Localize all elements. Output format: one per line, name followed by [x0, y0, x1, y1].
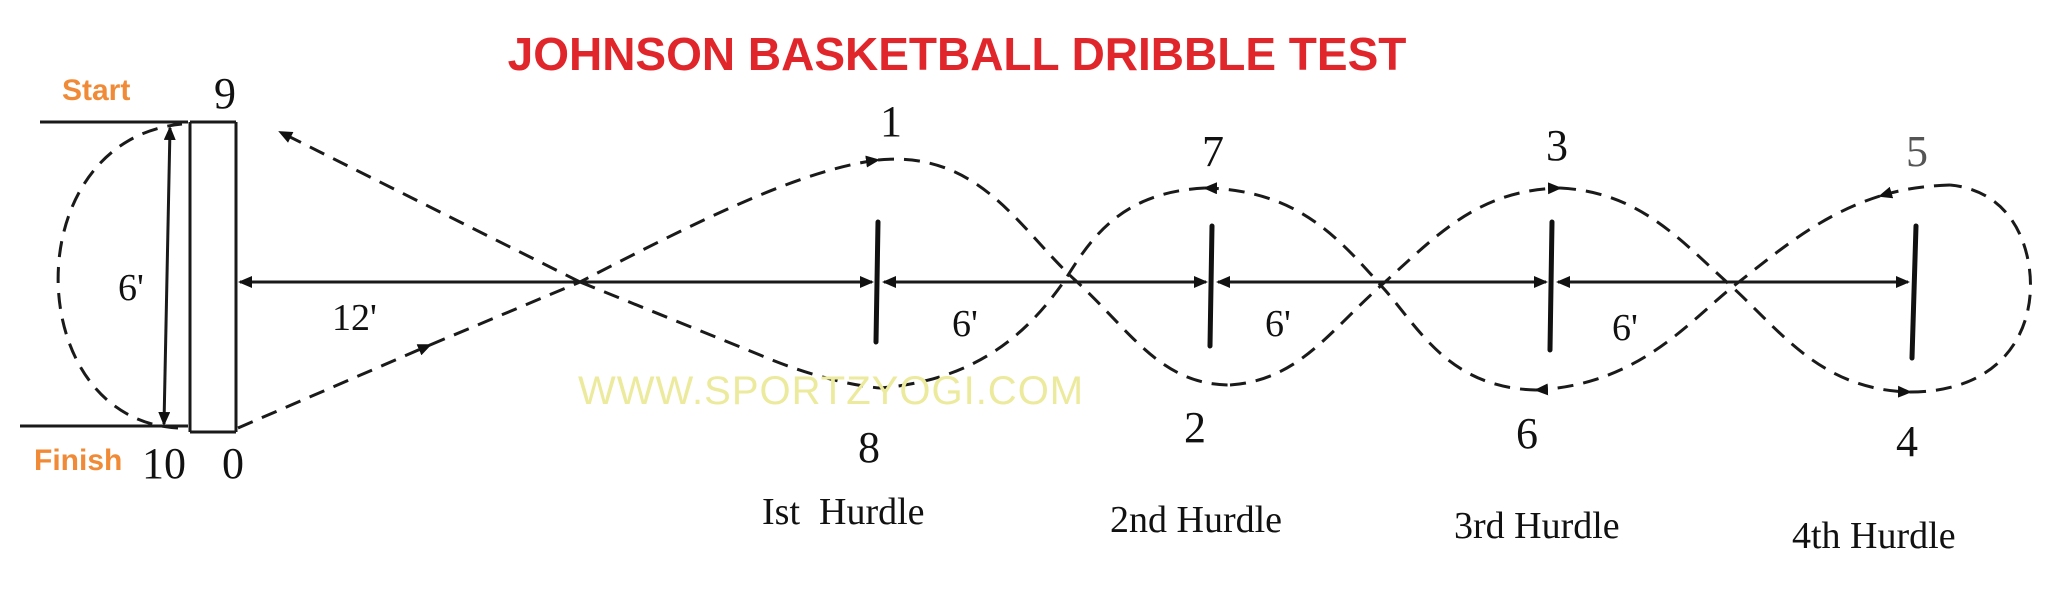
- path-6-to-7: [1203, 182, 1537, 392]
- path-0-to-crossing: [237, 343, 432, 430]
- path-3-to-4: [1559, 186, 1912, 398]
- distance-label-12ft: 12': [332, 297, 377, 339]
- finish-marker: Finish: [34, 444, 122, 477]
- distance-label-gap-2: 6': [1265, 303, 1291, 345]
- point-0: 0: [222, 439, 244, 488]
- path-2-to-3: [1229, 182, 1562, 387]
- point-10: 10: [142, 439, 186, 488]
- path-7-to-8: [879, 186, 1206, 390]
- hurdle-2-label: 2nd Hurdle: [1110, 499, 1282, 541]
- point-6: 6: [1516, 409, 1538, 458]
- path-to-point-9: [278, 130, 581, 284]
- hurdle-1-label: Ist Hurdle: [762, 491, 925, 533]
- hurdle-1-post: [873, 219, 881, 345]
- path-1-to-2: [877, 157, 1231, 387]
- point-3: 3: [1546, 121, 1568, 170]
- return-loop-path: [56, 122, 183, 430]
- path-5-to-6: [1534, 194, 1881, 396]
- distance-label-gap-1: 6': [952, 303, 978, 345]
- point-4: 4: [1896, 417, 1918, 466]
- watermark: WWW.SPORTZYOGI.COM: [578, 369, 1084, 413]
- hurdle-2-post: [1207, 223, 1215, 349]
- start-marker: Start: [62, 74, 130, 107]
- point-1: 1: [880, 97, 902, 146]
- hurdle-3-post: [1547, 219, 1555, 353]
- distance-label-gap-3: 6': [1612, 307, 1638, 349]
- start-width-dimension: [158, 126, 176, 426]
- point-8: 8: [858, 423, 880, 472]
- path-to-point-1: [429, 155, 880, 347]
- diagram-title: JOHNSON BASKETBALL DRIBBLE TEST: [508, 28, 1407, 80]
- point-7: 7: [1202, 127, 1224, 176]
- start-width-label: 6': [118, 267, 144, 309]
- point-9: 9: [214, 69, 236, 118]
- hurdle-4-label: 4th Hurdle: [1792, 515, 1956, 557]
- path-4-loop: [1909, 183, 2032, 394]
- point-5: 5: [1906, 127, 1928, 176]
- path-to-point-5: [1878, 183, 1951, 199]
- point-2: 2: [1184, 403, 1206, 452]
- hurdle-4-post: [1909, 223, 1919, 361]
- hurdle-3-label: 3rd Hurdle: [1454, 505, 1620, 547]
- path-from-point-8: [579, 280, 881, 390]
